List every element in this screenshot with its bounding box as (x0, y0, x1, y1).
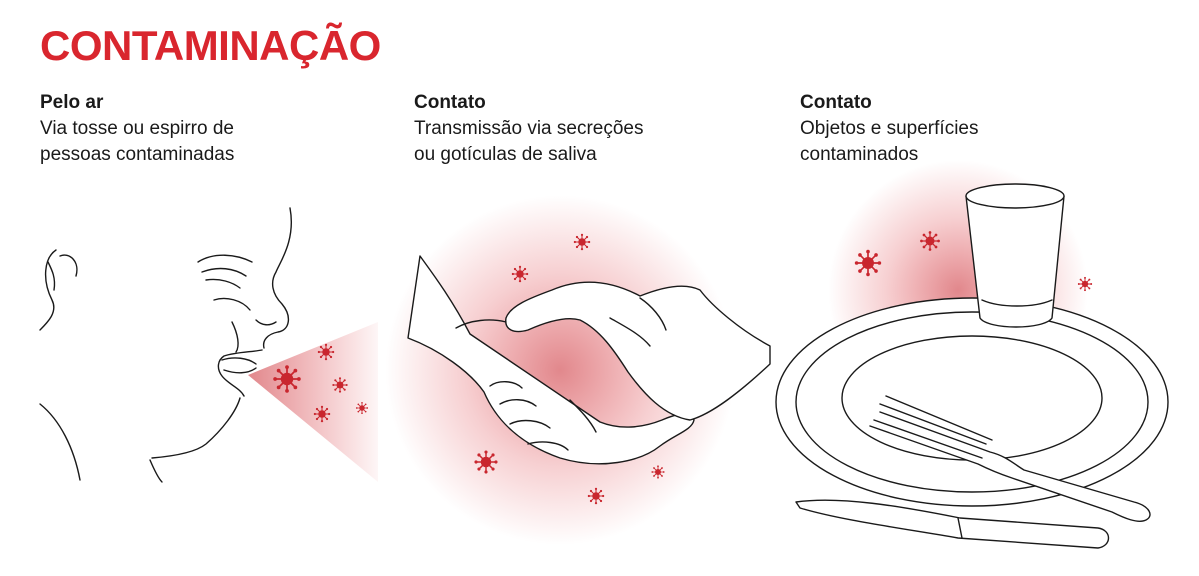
virus-icon (1077, 276, 1093, 292)
virus-icon (511, 265, 529, 283)
virus-icon (272, 364, 302, 394)
tableware-illustration (775, 160, 1169, 549)
panel-contact-saliva-heading: Contato (414, 92, 486, 113)
panel-contact-objects: Contato Objetos e superfícies contaminad… (800, 92, 1100, 168)
page-title: CONTAMINAÇÃO (40, 22, 381, 69)
panel-air-text: Via tosse ou espirro de pessoas contamin… (40, 118, 235, 165)
virus-icon (573, 233, 591, 251)
virus-icon (317, 343, 335, 361)
panel-contact-objects-text: Objetos e superfícies contaminados (800, 118, 979, 165)
virus-icon (587, 487, 605, 505)
virus-icon (473, 449, 499, 475)
virus-icon (650, 464, 666, 480)
virus-icon (313, 405, 331, 423)
coughing-person-illustration (39, 207, 378, 483)
panel-contact-saliva-text: Transmissão via secreções ou gotículas d… (414, 118, 644, 165)
handshake-illustration (385, 195, 771, 545)
cough-spray-cone (248, 322, 378, 482)
panel-contact-saliva: Contato Transmissão via secreções ou got… (414, 92, 714, 168)
panel-air: Pelo ar Via tosse ou espirro de pessoas … (40, 92, 330, 168)
virus-icon (853, 248, 883, 278)
virus-icon (331, 376, 349, 394)
contamination-glow (385, 195, 735, 545)
panel-contact-objects-heading: Contato (800, 92, 872, 113)
panel-air-heading: Pelo ar (40, 92, 104, 113)
virus-icon (919, 230, 941, 252)
virus-icon (355, 401, 369, 415)
